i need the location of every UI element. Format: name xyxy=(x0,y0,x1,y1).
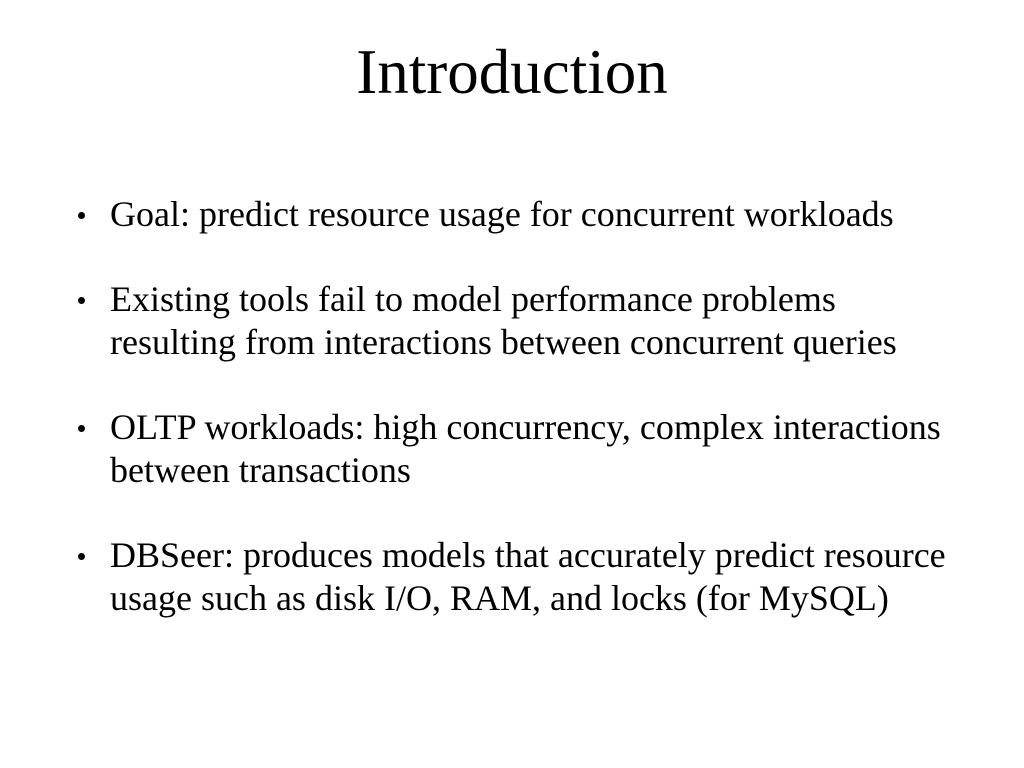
list-item: Goal: predict resource usage for concurr… xyxy=(78,193,972,236)
bullet-dot-icon xyxy=(78,553,85,560)
bullet-dot-icon xyxy=(78,425,85,432)
bullet-text: Existing tools fail to model performance… xyxy=(110,279,897,362)
list-item: Existing tools fail to model performance… xyxy=(78,278,972,364)
bullet-dot-icon xyxy=(78,297,85,304)
bullet-text: DBSeer: produces models that accurately … xyxy=(110,535,946,618)
list-item: DBSeer: produces models that accurately … xyxy=(78,534,972,620)
bullet-dot-icon xyxy=(78,212,85,219)
bullet-text: Goal: predict resource usage for concurr… xyxy=(110,194,894,234)
bullet-text: OLTP workloads: high concurrency, comple… xyxy=(110,407,941,490)
bullet-list: Goal: predict resource usage for concurr… xyxy=(78,193,972,662)
list-item: OLTP workloads: high concurrency, comple… xyxy=(78,406,972,492)
slide-title: Introduction xyxy=(356,37,668,107)
